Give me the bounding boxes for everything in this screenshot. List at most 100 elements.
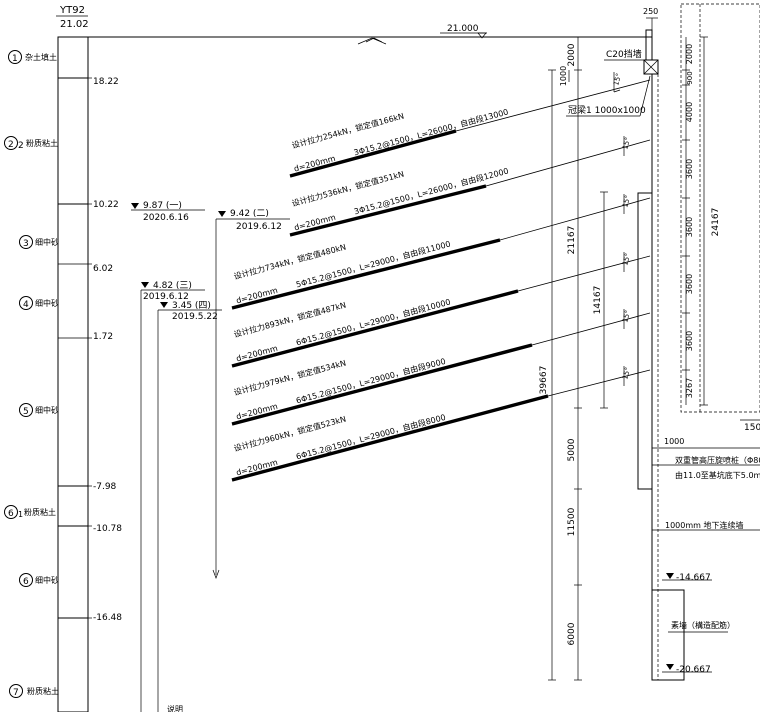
layer-number: 6 [8,509,14,519]
layer-number: 2 [8,140,14,150]
elev-label: -10.78 [93,524,122,534]
water-level-value: 9.87 (一) [143,201,182,211]
layer-sub: 1 [18,510,23,519]
elev-label: 1.72 [93,332,113,342]
pile-note: 双重管高压旋喷桩（Φ800） [675,455,760,465]
building-outline [680,3,760,413]
anchor-spec: 3Φ15.2@1500，L=26000，自由段13000 [353,106,510,157]
dim-label: 39667 [539,366,549,395]
dim-label: 11500 [567,507,577,536]
angle-label: 15° [621,194,632,208]
elev-label: -16.48 [93,613,122,623]
jet-grout-pile [637,192,653,490]
dim-label: 3600 [685,159,694,179]
layer-labels: 1 杂土填土 2 2 粉质粘土 3 细中砂 4 细中砂 5 细中砂 6 1 粉质… [4,50,59,698]
ground-elev: 21.000 [447,24,479,34]
wall-label: C20挡墙 [606,48,642,60]
anchor-bond [289,129,457,178]
layer-name: 杂土填土 [25,52,57,62]
note-label: 说明 [167,704,183,712]
dim-label: 5000 [567,438,577,461]
dim-label: 1000 [664,437,684,446]
anchor-free [455,79,651,132]
borehole-id: YT92 [59,5,85,16]
anchor-spec: 6Φ15.2@1500，L=29000，自由段8000 [295,412,447,462]
dim-label: 2000 [685,44,694,64]
layer-name: 细中砂 [35,298,59,308]
elev-label: -7.98 [93,482,117,492]
ground-line: 21.000 [88,24,652,45]
water-level-date: 2019.6.12 [236,222,282,232]
elev-label: 10.22 [93,200,119,210]
layer-number: 4 [23,300,29,310]
water-level-value: 4.82 (三) [153,281,192,291]
borehole-top-elev: 21.02 [60,19,89,30]
dim-label: 3600 [685,274,694,294]
anchor-spec: 6Φ15.2@1500，L=29000，自由段9000 [295,356,447,406]
dim-label: 3267 [685,378,694,398]
layer-name: 粉质粘土 [24,507,56,517]
dim-label: 1000 [559,66,568,86]
dim-label: 6000 [567,622,577,645]
layer-name: 细中砂 [35,237,59,247]
water-level-value: 3.45 (四) [172,301,211,311]
anchor-bond [289,184,487,237]
left-dimensions: 2000 1000 21167 39667 14167 5000 11500 6… [539,36,608,681]
angle-label: 15° [621,309,632,323]
anchor-free [547,369,651,397]
layer-name: 粉质粘土 [26,138,58,148]
angle-label: 15° [621,136,632,150]
dim-label: 2000 [567,43,577,66]
elev-label: -14.667 [676,573,711,583]
angle-marks: 15° 15° 15° 15° 15° 15° [612,72,632,386]
dim-label: 3600 [685,331,694,351]
layer-number: 6 [23,577,29,587]
anchor-bond [231,238,501,310]
beam-label: 冠梁1 1000x1000 [568,104,646,116]
anchor-free [517,255,651,292]
anchor-free [485,139,651,187]
angle-label: 15° [621,366,632,380]
layer-number: 7 [13,688,19,698]
wall-note: 素墙（構造配筋） [671,620,735,630]
layer-number: 5 [23,407,29,417]
dim-label: 14167 [593,286,603,315]
anchor-spec: 5Φ15.2@1500，L=29000，自由段11000 [295,238,452,289]
wall-note: 1000mm 地下连续墙 [665,520,744,530]
borehole-column: YT92 21.02 18.22 10.22 6.02 1.72 -7.98 -… [56,5,122,713]
elev-label: 6.02 [93,264,113,274]
dim-label: 250 [643,7,658,16]
anchor-free [499,197,651,241]
anchor-spec: 6Φ15.2@1500，L=29000，自由段10000 [295,296,452,347]
elev-label: -20.667 [676,665,711,675]
elev-label: 18.22 [93,77,119,87]
right-dimensions: 24167 2000 900 4000 3600 3600 3600 3600 … [680,3,760,433]
retaining-wall: 250 C20挡墙 冠梁1 1000x1000 1000 双重管高压旋喷桩（Φ8… [566,7,760,681]
water-level-date: 2020.6.16 [143,213,189,223]
dim-label: 4000 [685,102,694,122]
layer-number: 3 [23,239,29,249]
anchor-free [531,312,651,346]
water-level-value: 9.42 (二) [230,209,269,219]
layer-sub: 2 [18,141,24,151]
water-levels: 9.87 (一) 2020.6.16 9.42 (二) 2019.6.12 4.… [131,201,290,714]
layer-name: 粉质粘土 [27,686,59,696]
anchor-label: 设计拉力254kN，锁定值166kN d=200mm 3Φ15.2@1500，L… [291,106,510,173]
dim-label: 24167 [711,208,721,237]
anchor-bond [231,289,519,368]
dim-label: 21167 [567,226,577,255]
angle-label: 15° [621,252,632,266]
layer-name: 细中砂 [35,575,59,585]
anchor-spec: 3Φ15.2@1500，L=26000，自由段12000 [353,165,510,216]
dim-label: 3600 [685,217,694,237]
angle-label: 15° [612,72,623,86]
layer-number: 1 [12,54,18,64]
pile-note: 由11.0至基坑底下5.0m [675,470,760,480]
dim-label: 150 [744,423,760,433]
water-level-date: 2019.5.22 [172,312,218,322]
anchor-bond [231,343,533,426]
anchor-bond [231,394,549,482]
anchors: 设计拉力254kN，锁定值166kN d=200mm 3Φ15.2@1500，L… [231,72,651,482]
layer-name: 细中砂 [35,405,59,415]
